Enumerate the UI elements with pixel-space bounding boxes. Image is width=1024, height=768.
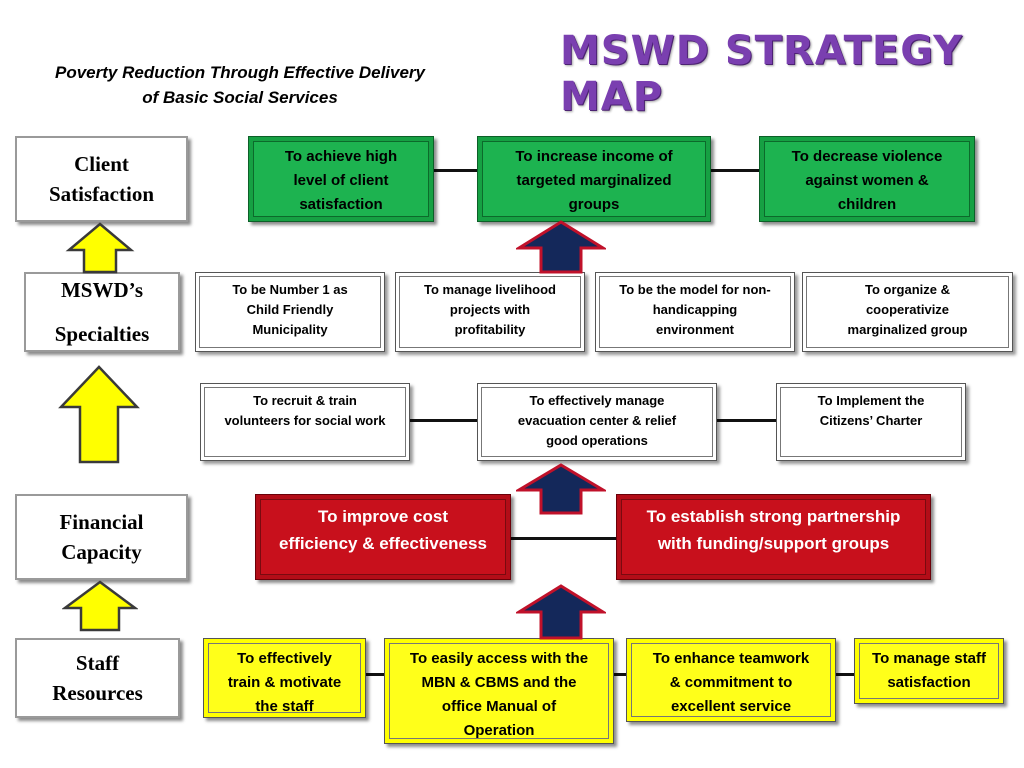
subtitle-line-1: Poverty Reduction Through Effective Deli…: [55, 63, 425, 82]
goal-text: office Manual of: [441, 698, 557, 715]
page-title: MSWD STRATEGY MAP: [560, 28, 964, 120]
category-label: Capacity: [61, 540, 142, 564]
goal-text: To establish strong partnership: [646, 507, 901, 526]
goal-text: To increase income of: [515, 148, 673, 165]
client-goal-box: To decrease violence against women & chi…: [759, 136, 975, 222]
specialty-goal-box: To be the model for non- handicapping en…: [595, 272, 795, 352]
staff-goal-box: To easily access with the MBN & CBMS and…: [384, 638, 614, 744]
goal-text: Operation: [463, 722, 535, 739]
goal-text: To manage staff: [872, 650, 986, 667]
category-label: Financial: [59, 510, 144, 534]
goal-text: To effectively: [237, 650, 332, 667]
connector-staff-1: [366, 673, 384, 676]
goal-text: To organize &: [865, 282, 950, 297]
goal-text: To effectively manage: [529, 393, 665, 408]
goal-text: marginalized group: [847, 322, 968, 337]
goal-text: with funding/support groups: [657, 534, 890, 553]
goal-text: efficiency & effectiveness: [279, 534, 487, 553]
goal-text: volunteers for social work: [224, 413, 386, 428]
goal-text: profitability: [454, 322, 526, 337]
goal-text: MBN & CBMS and the: [421, 674, 577, 691]
goal-text: Municipality: [252, 322, 328, 337]
up-arrow-icon: [65, 222, 135, 274]
specialty-goal-box: To manage livelihood projects with profi…: [395, 272, 585, 352]
goal-text: train & motivate: [227, 674, 342, 691]
connector-staff-2: [614, 673, 626, 676]
goal-text: To improve cost: [317, 507, 449, 526]
goal-text: against women &: [805, 172, 929, 189]
financial-goal-box: To improve cost efficiency & effectivene…: [255, 494, 511, 580]
connector-staff-3: [836, 673, 854, 676]
staff-goal-box: To effectively train & motivate the staf…: [203, 638, 366, 718]
goal-text: children: [837, 196, 897, 213]
category-label: Staff: [75, 651, 120, 675]
goal-text: To easily access with the: [409, 650, 589, 667]
client-goal-box: To increase income of targeted marginali…: [477, 136, 711, 222]
specialty-goal-box: To effectively manage evacuation center …: [477, 383, 717, 461]
goal-text: To Implement the: [817, 393, 925, 408]
up-arrow-icon: [516, 584, 606, 640]
connector-spec2-2: [717, 419, 776, 422]
subtitle-line-2: of Basic Social Services: [142, 88, 338, 107]
goal-text: environment: [655, 322, 734, 337]
goal-text: targeted marginalized: [516, 172, 672, 189]
goal-text: To recruit & train: [253, 393, 357, 408]
specialty-goal-box: To organize & cooperativize marginalized…: [802, 272, 1013, 352]
goal-text: groups: [568, 196, 620, 213]
goal-text: excellent service: [670, 698, 792, 715]
goal-text: good operations: [546, 433, 648, 448]
connector-client-2: [711, 169, 760, 172]
goal-text: To be the model for non-: [619, 282, 771, 297]
goal-text: satisfaction: [887, 674, 971, 691]
connector-spec2-1: [410, 419, 478, 422]
subtitle: Poverty Reduction Through Effective Deli…: [20, 60, 460, 110]
category-mswd-specialties: MSWD’s Specialties: [24, 272, 180, 352]
category-label: MSWD’s: [60, 278, 144, 302]
goal-text: projects with: [449, 302, 531, 317]
category-label: Satisfaction: [49, 182, 154, 206]
goal-text: To decrease violence: [791, 148, 943, 165]
goal-text: To achieve high: [284, 148, 398, 165]
staff-goal-box: To enhance teamwork & commitment to exce…: [626, 638, 836, 722]
connector-client-1: [434, 169, 478, 172]
up-arrow-icon: [58, 365, 140, 464]
goal-text: the staff: [255, 698, 314, 715]
goal-text: To enhance teamwork: [652, 650, 810, 667]
category-financial-capacity: Financial Capacity: [15, 494, 188, 580]
goal-text: cooperativize: [865, 302, 950, 317]
goal-text: Citizens’ Charter: [819, 413, 923, 428]
category-staff-resources: Staff Resources: [15, 638, 180, 718]
specialty-goal-box: To Implement the Citizens’ Charter: [776, 383, 966, 461]
connector-financial: [511, 537, 616, 540]
category-label: Client: [74, 152, 129, 176]
financial-goal-box: To establish strong partnership with fun…: [616, 494, 931, 580]
up-arrow-icon: [516, 220, 606, 274]
goal-text: To manage livelihood: [424, 282, 556, 297]
specialty-goal-box: To recruit & train volunteers for social…: [200, 383, 410, 461]
goal-text: evacuation center & relief: [517, 413, 677, 428]
staff-goal-box: To manage staff satisfaction: [854, 638, 1004, 704]
up-arrow-icon: [62, 580, 138, 632]
up-arrow-icon: [516, 463, 606, 515]
client-goal-box: To achieve high level of client satisfac…: [248, 136, 434, 222]
goal-text: To be Number 1 as: [232, 282, 348, 297]
specialty-goal-box: To be Number 1 as Child Friendly Municip…: [195, 272, 385, 352]
category-label: Specialties: [54, 322, 150, 346]
goal-text: Child Friendly: [246, 302, 334, 317]
goal-text: satisfaction: [299, 196, 383, 213]
goal-text: level of client: [293, 172, 389, 189]
goal-text: & commitment to: [669, 674, 793, 691]
category-client-satisfaction: Client Satisfaction: [15, 136, 188, 222]
goal-text: handicapping: [652, 302, 738, 317]
category-label: Resources: [52, 681, 143, 705]
